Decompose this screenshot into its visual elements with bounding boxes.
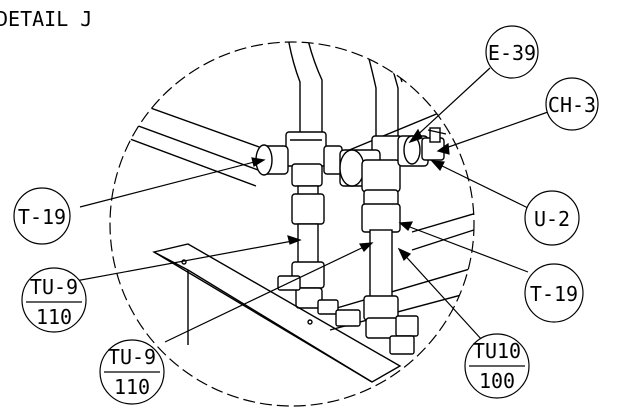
callout-tu9-lower: TU-9 110 bbox=[99, 339, 165, 405]
callout-ch3-label: CH-3 bbox=[548, 93, 596, 117]
detail-title: DETAIL J bbox=[0, 7, 92, 31]
detail-boundary-circle bbox=[109, 41, 475, 407]
right-elbow-fitting bbox=[339, 135, 429, 193]
callout-e39: E-39 bbox=[485, 25, 539, 79]
callout-tu9-lower-number: TU-9 bbox=[108, 345, 156, 369]
callout-t19-left: T-19 bbox=[13, 187, 71, 245]
background-rails bbox=[110, 87, 474, 331]
base-hardware bbox=[277, 275, 419, 355]
callout-tu9-upper-number: TU-9 bbox=[30, 275, 78, 299]
callout-tu10-number: TU10 bbox=[473, 339, 521, 363]
angle-bracket bbox=[152, 243, 402, 383]
callout-t19-right: T-19 bbox=[524, 263, 584, 323]
callout-tu9-lower-length: 110 bbox=[114, 375, 150, 399]
right-lower-pipe bbox=[361, 189, 401, 339]
piping-assembly bbox=[110, 42, 474, 383]
callout-u2-label: U-2 bbox=[534, 207, 570, 231]
callout-e39-label: E-39 bbox=[488, 41, 536, 65]
callout-ch3: CH-3 bbox=[545, 77, 599, 131]
callout-tu10: TU10 100 bbox=[464, 333, 530, 399]
left-tee-fitting bbox=[255, 131, 343, 187]
callout-tu9-upper: TU-9 110 bbox=[21, 267, 87, 333]
check-valve bbox=[421, 127, 448, 161]
callout-t19-right-label: T-19 bbox=[530, 282, 578, 306]
top-pipes bbox=[285, 42, 403, 138]
callout-tu9-upper-length: 110 bbox=[36, 305, 72, 329]
callout-tu10-length: 100 bbox=[479, 369, 515, 393]
callout-u2: U-2 bbox=[524, 190, 580, 246]
leader-lines bbox=[69, 67, 549, 343]
callout-t19-left-label: T-19 bbox=[18, 205, 66, 229]
